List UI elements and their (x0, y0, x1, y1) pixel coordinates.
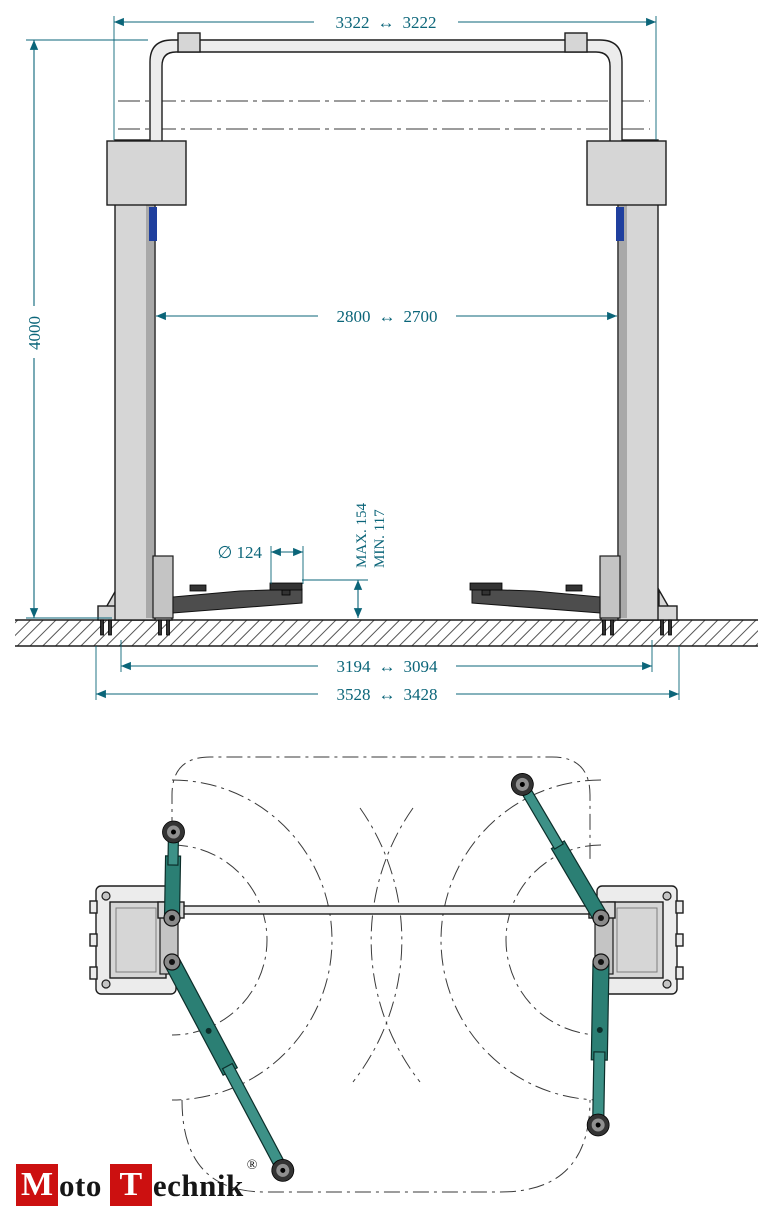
dim-anchor-span-label: 3194↔3094 (337, 657, 439, 676)
dim-top-width-label: 3322↔3222 (336, 13, 437, 32)
crossbeam-bar (169, 905, 606, 915)
beam-clamp-left (177, 32, 201, 53)
left-outer-arc (352, 807, 403, 1083)
right-lift-pad (469, 582, 503, 591)
arm-swing-envelope (171, 756, 602, 1193)
anchor-bolt (166, 619, 170, 636)
right-outer-arc (370, 807, 421, 1083)
floor-hatch (15, 620, 758, 646)
plate-tab (89, 933, 98, 947)
anchor-bolt (660, 619, 664, 636)
dim-base-span: 3528↔3428 (95, 646, 680, 704)
brand-logo: M oto T echnik ® (16, 1158, 258, 1206)
plate-tab (675, 900, 684, 914)
dim-pad-diameter: ∅ 124 (217, 543, 304, 584)
right-column-section (606, 901, 664, 979)
anchor-bolt (158, 619, 162, 636)
dim-top-width: 3322↔3222 (113, 12, 657, 140)
dim-clear-width: 2800↔2700 (156, 306, 617, 326)
dim-anchor-span: 3194↔3094 (120, 640, 653, 676)
left-mid-arc (171, 779, 333, 1101)
right-mid-pad (565, 584, 583, 592)
logo-word-echnik: echnik (152, 1168, 244, 1203)
logo-word-oto: oto (59, 1168, 102, 1203)
overhead-beam (149, 32, 623, 143)
lift-pad-plan (271, 1158, 295, 1182)
left-mid-pad (189, 584, 207, 592)
plate-bolt (101, 891, 111, 901)
left-short-arm (162, 820, 185, 921)
right-pad-stem (481, 589, 491, 596)
right-carriage (599, 555, 621, 619)
plate-bolt (662, 891, 672, 901)
arm-section-2 (522, 789, 565, 850)
lift-pad-plan (510, 773, 534, 796)
right-post (617, 139, 659, 621)
dim-pad-height: MAX. 154 MIN. 117 (302, 502, 388, 618)
beam-clamp-right (564, 32, 588, 53)
left-carriage (152, 555, 174, 619)
right-arm-front (469, 555, 621, 619)
left-carriage-guide (149, 207, 157, 241)
beam-tube (149, 39, 623, 143)
left-top-cover (106, 140, 187, 206)
envelope-top (171, 756, 591, 862)
arm-lock-pin (205, 1027, 212, 1034)
lift-pad-plan (586, 1113, 610, 1137)
anchor-bolt (602, 619, 606, 636)
right-short-arm (510, 773, 610, 925)
right-column-inner (616, 907, 658, 973)
plate-tab (675, 966, 684, 980)
plate-tab (675, 933, 684, 947)
dim-pad-diameter-label: ∅ 124 (217, 543, 262, 562)
anchor-bolt (108, 619, 112, 636)
left-long-arm (165, 959, 295, 1182)
dim-overall-height: 4000 (24, 39, 148, 619)
lift-pad-plan (162, 820, 185, 844)
left-arm-front (152, 555, 303, 619)
anchor-bolt (668, 619, 672, 636)
left-post (114, 139, 156, 621)
right-post-rail (619, 205, 627, 618)
plate-bolt (101, 979, 111, 989)
arm-section-2 (167, 840, 179, 866)
left-post-rail (146, 205, 154, 618)
plate-tab (89, 966, 98, 980)
left-arm (172, 588, 303, 614)
right-arm (471, 588, 601, 614)
right-mid-arc (440, 779, 602, 1101)
logo-m-tile: M (16, 1164, 58, 1206)
registered-mark: ® (246, 1158, 258, 1173)
left-pad-stem (281, 589, 291, 596)
right-top-cover (586, 140, 667, 206)
right-carriage-guide (616, 207, 624, 241)
arm-section-2 (592, 1051, 606, 1117)
dim-height-label: 4000 (25, 316, 44, 350)
logo-t-tile: T (109, 1164, 152, 1206)
anchor-bolt (610, 619, 614, 636)
left-lift-pad (269, 582, 303, 591)
dim-base-span-label: 3528↔3428 (337, 685, 438, 704)
crossbeam-plan (157, 901, 616, 919)
right-inner-arc (505, 844, 602, 1036)
right-long-arm (586, 963, 610, 1137)
arm-section-1 (590, 963, 610, 1061)
anchor-bolt (100, 619, 104, 636)
plate-tab (89, 900, 98, 914)
dim-pad-max-label: MAX. 154 (354, 502, 370, 568)
floor (15, 619, 758, 647)
plan-view (89, 756, 684, 1193)
arm-lock-pin (596, 1026, 603, 1033)
plate-bolt (662, 979, 672, 989)
dim-pad-min-label: MIN. 117 (372, 509, 388, 568)
front-view: 3322↔3222 4000 2800↔2700 ∅ 124 MAX. (15, 12, 758, 704)
left-column-inner (115, 907, 157, 973)
arm-pivots (163, 909, 610, 971)
envelope-bottom (181, 1099, 591, 1193)
dim-clear-width-label: 2800↔2700 (337, 307, 438, 326)
